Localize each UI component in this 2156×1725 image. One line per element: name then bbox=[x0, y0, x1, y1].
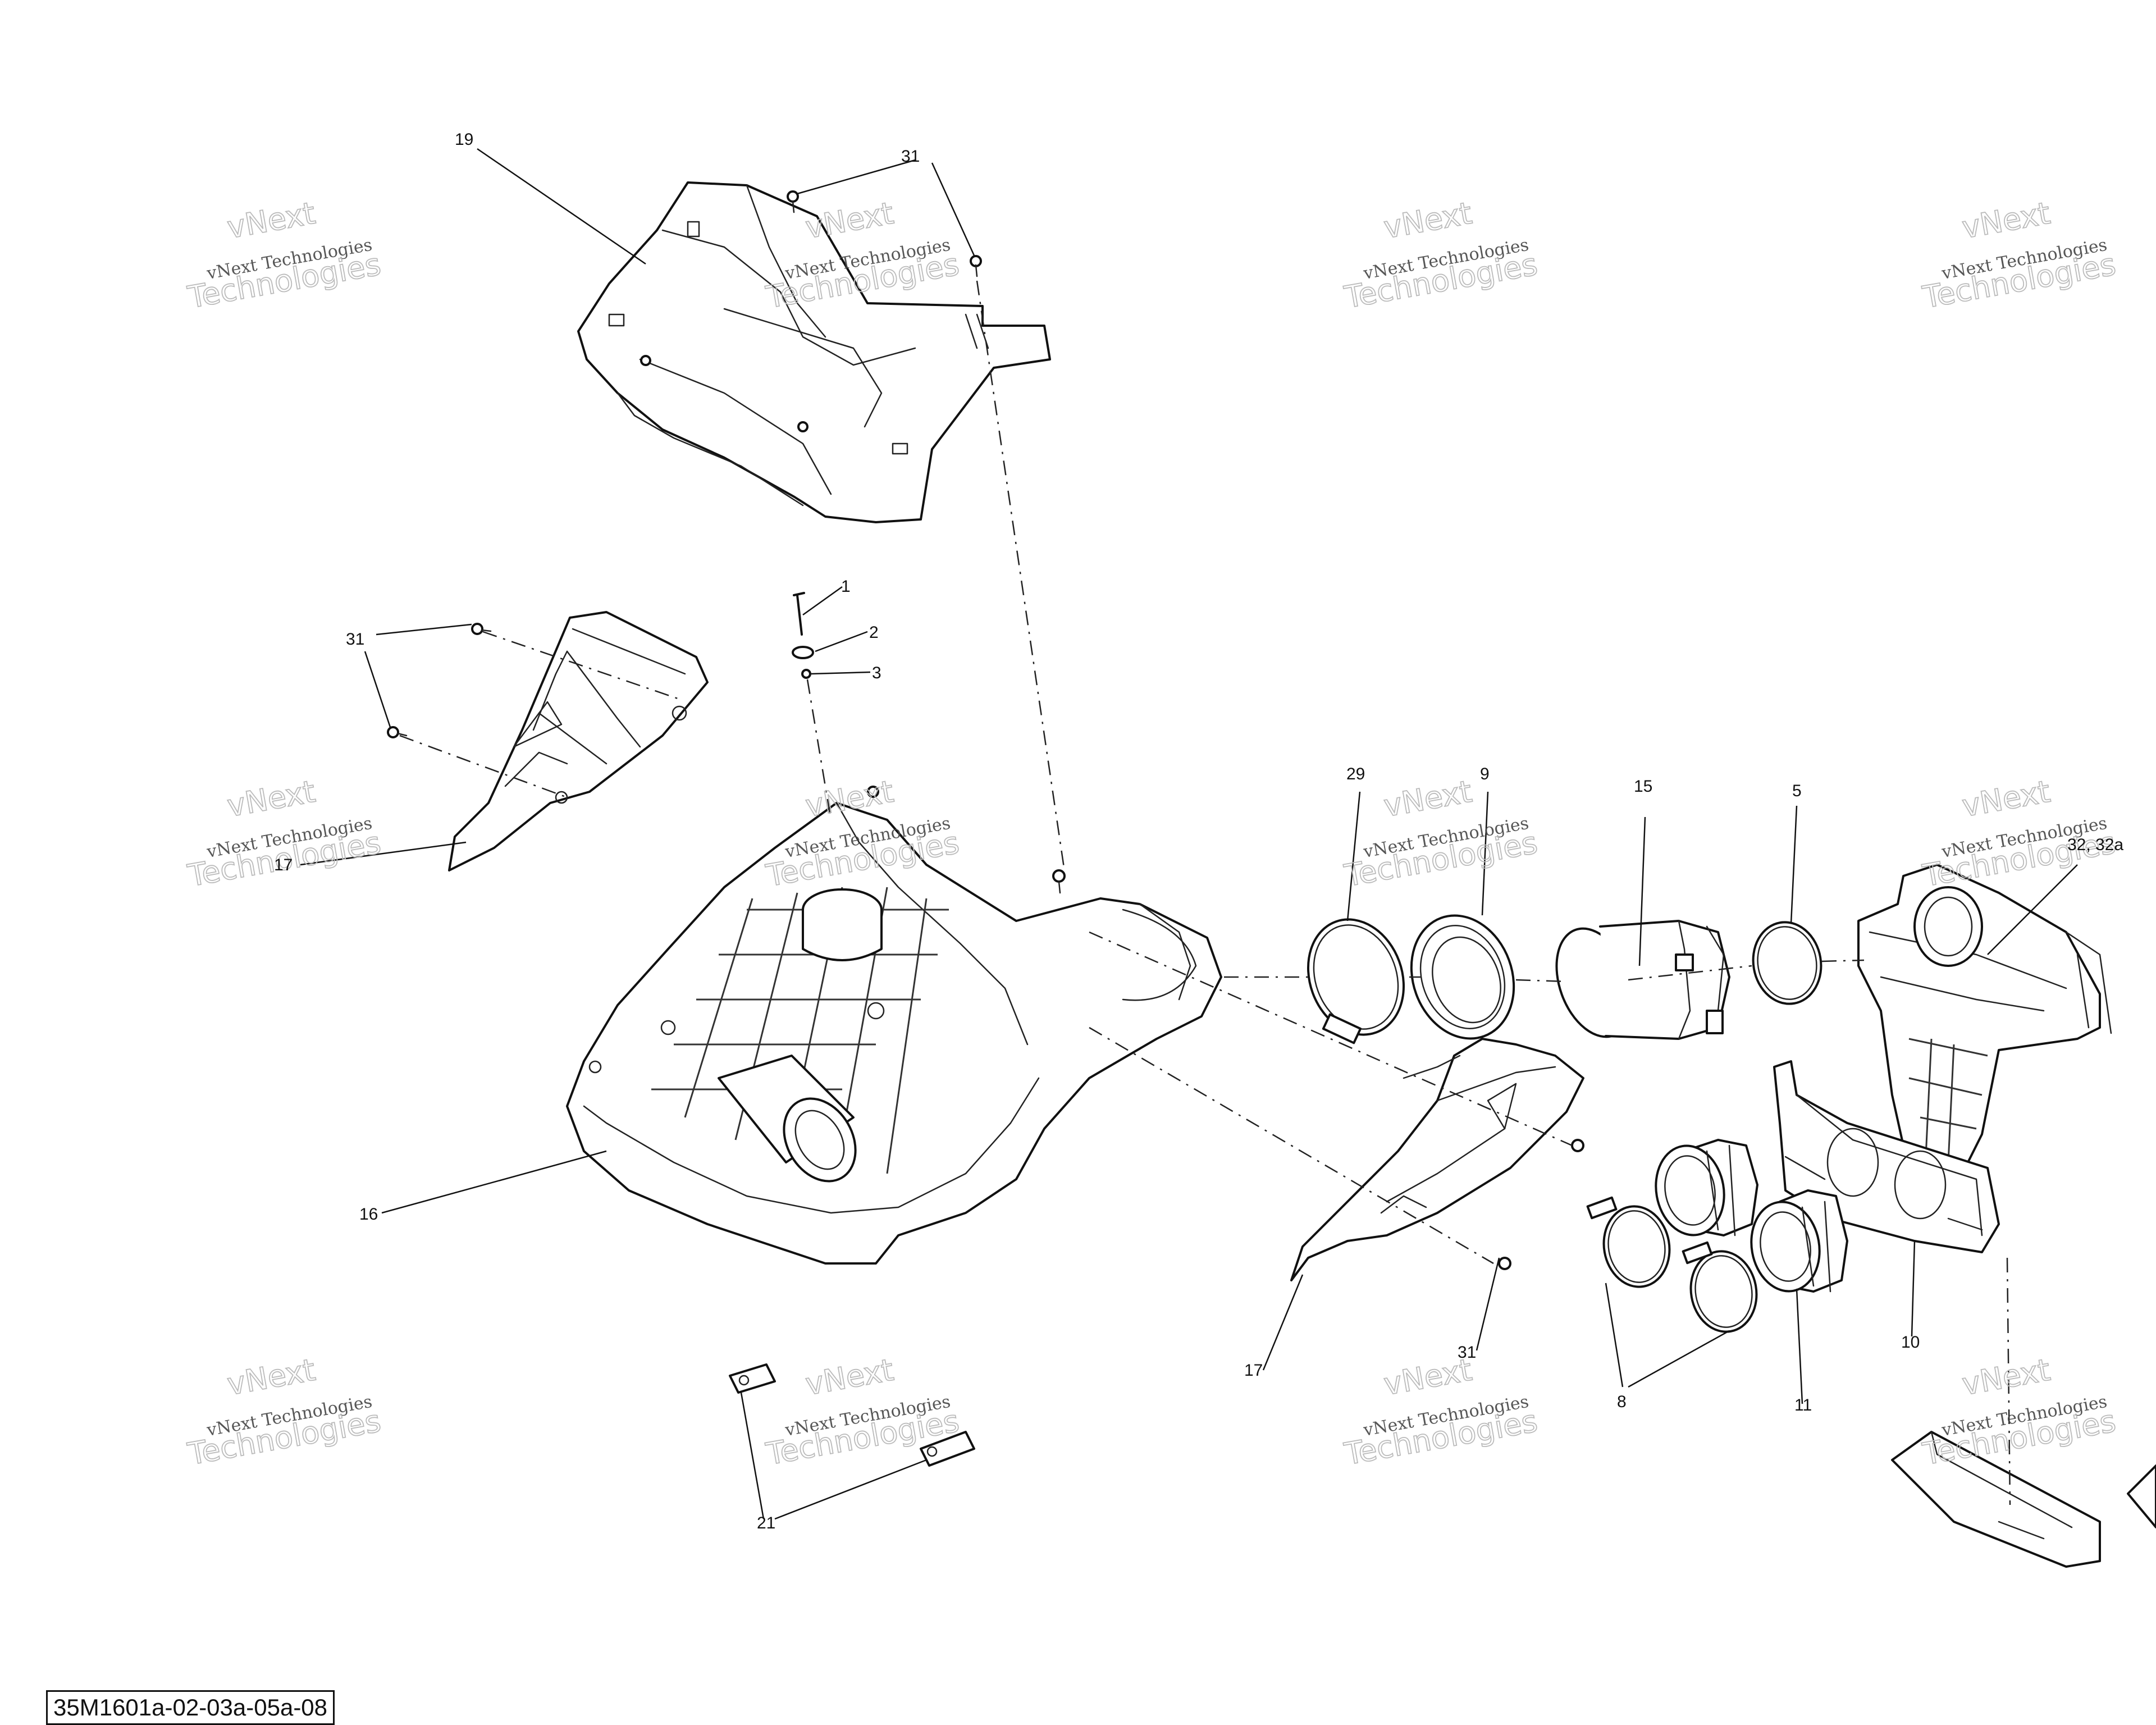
callout-19: 19 bbox=[455, 130, 473, 149]
svg-text:vNext: vNext bbox=[803, 1352, 896, 1402]
callout-9: 9 bbox=[1480, 765, 1490, 783]
part-11-sleeves bbox=[1655, 1139, 1848, 1293]
part-29-clamp bbox=[1307, 918, 1405, 1044]
watermark: vNext vNext Technologies Technologies bbox=[1341, 1352, 1541, 1472]
watermark: vNext vNext Technologies Technologies bbox=[1920, 195, 2119, 316]
callout-1: 1 bbox=[841, 577, 851, 596]
callout-8: 8 bbox=[1617, 1393, 1627, 1411]
leader-lines bbox=[300, 148, 2078, 1520]
svg-text:vNext: vNext bbox=[1959, 774, 2053, 824]
part-8-clamps bbox=[1586, 1196, 1758, 1333]
callout-5: 5 bbox=[1792, 782, 1802, 800]
callout-17-right: 17 bbox=[1244, 1361, 1263, 1380]
callout-21: 21 bbox=[757, 1514, 775, 1532]
watermark: vNext vNext Technologies Technologies bbox=[185, 195, 384, 316]
part-15-adaptor bbox=[1555, 920, 1730, 1040]
watermark: vNext vNext Technologies Technologies bbox=[1341, 773, 1541, 894]
svg-text:vNext: vNext bbox=[803, 774, 896, 824]
callout-3: 3 bbox=[872, 664, 881, 682]
watermark: vNext vNext Technologies Technologies bbox=[1920, 1352, 2119, 1472]
callout-32-32a: 32, 32a bbox=[2067, 836, 2123, 854]
callout-15: 15 bbox=[1634, 777, 1652, 796]
part-16-lower-airbox bbox=[566, 802, 1222, 1265]
callout-31-left: 31 bbox=[346, 630, 364, 649]
callout-2: 2 bbox=[869, 623, 879, 642]
callout-17-left: 17 bbox=[274, 856, 293, 874]
part-32-intake-housing bbox=[1857, 864, 2112, 1175]
diagram-code-label: 35M1601a-02-03a-05a-08 bbox=[46, 1690, 335, 1725]
svg-text:vNext: vNext bbox=[225, 774, 318, 824]
part-17-left-side-cover bbox=[448, 611, 709, 871]
part-mat bbox=[1891, 1431, 2156, 1568]
callout-16: 16 bbox=[359, 1205, 378, 1224]
callout-10: 10 bbox=[1901, 1333, 1920, 1352]
svg-text:vNext: vNext bbox=[803, 195, 896, 245]
watermark: vNext vNext Technologies Technologies bbox=[185, 1352, 384, 1472]
watermark: vNext vNext Technologies Technologies bbox=[1920, 773, 2119, 894]
svg-text:vNext: vNext bbox=[225, 195, 318, 245]
callout-11: 11 bbox=[1794, 1396, 1812, 1414]
part-19-upper-cover bbox=[577, 181, 1051, 523]
callouts: 19 31 1 2 3 31 17 29 9 15 5 32, 32a 16 1… bbox=[274, 130, 2123, 1532]
assembly-lines bbox=[399, 280, 2011, 1505]
svg-text:vNext: vNext bbox=[1959, 195, 2053, 245]
callout-31-top: 31 bbox=[901, 147, 920, 166]
svg-text:vNext: vNext bbox=[225, 1352, 318, 1402]
svg-text:vNext: vNext bbox=[1381, 195, 1474, 245]
part-21-pads bbox=[729, 1363, 975, 1467]
watermark: vNext vNext Technologies Technologies bbox=[1341, 195, 1541, 316]
part-5-oring bbox=[1752, 921, 1822, 1005]
callout-29: 29 bbox=[1346, 765, 1365, 783]
part-17-right-side-cover bbox=[1290, 1038, 1584, 1281]
svg-text:vNext: vNext bbox=[1381, 774, 1474, 824]
callout-31-bottom: 31 bbox=[1458, 1343, 1476, 1362]
svg-text:vNext: vNext bbox=[1959, 1352, 2053, 1402]
part-9-seal bbox=[1410, 914, 1515, 1040]
